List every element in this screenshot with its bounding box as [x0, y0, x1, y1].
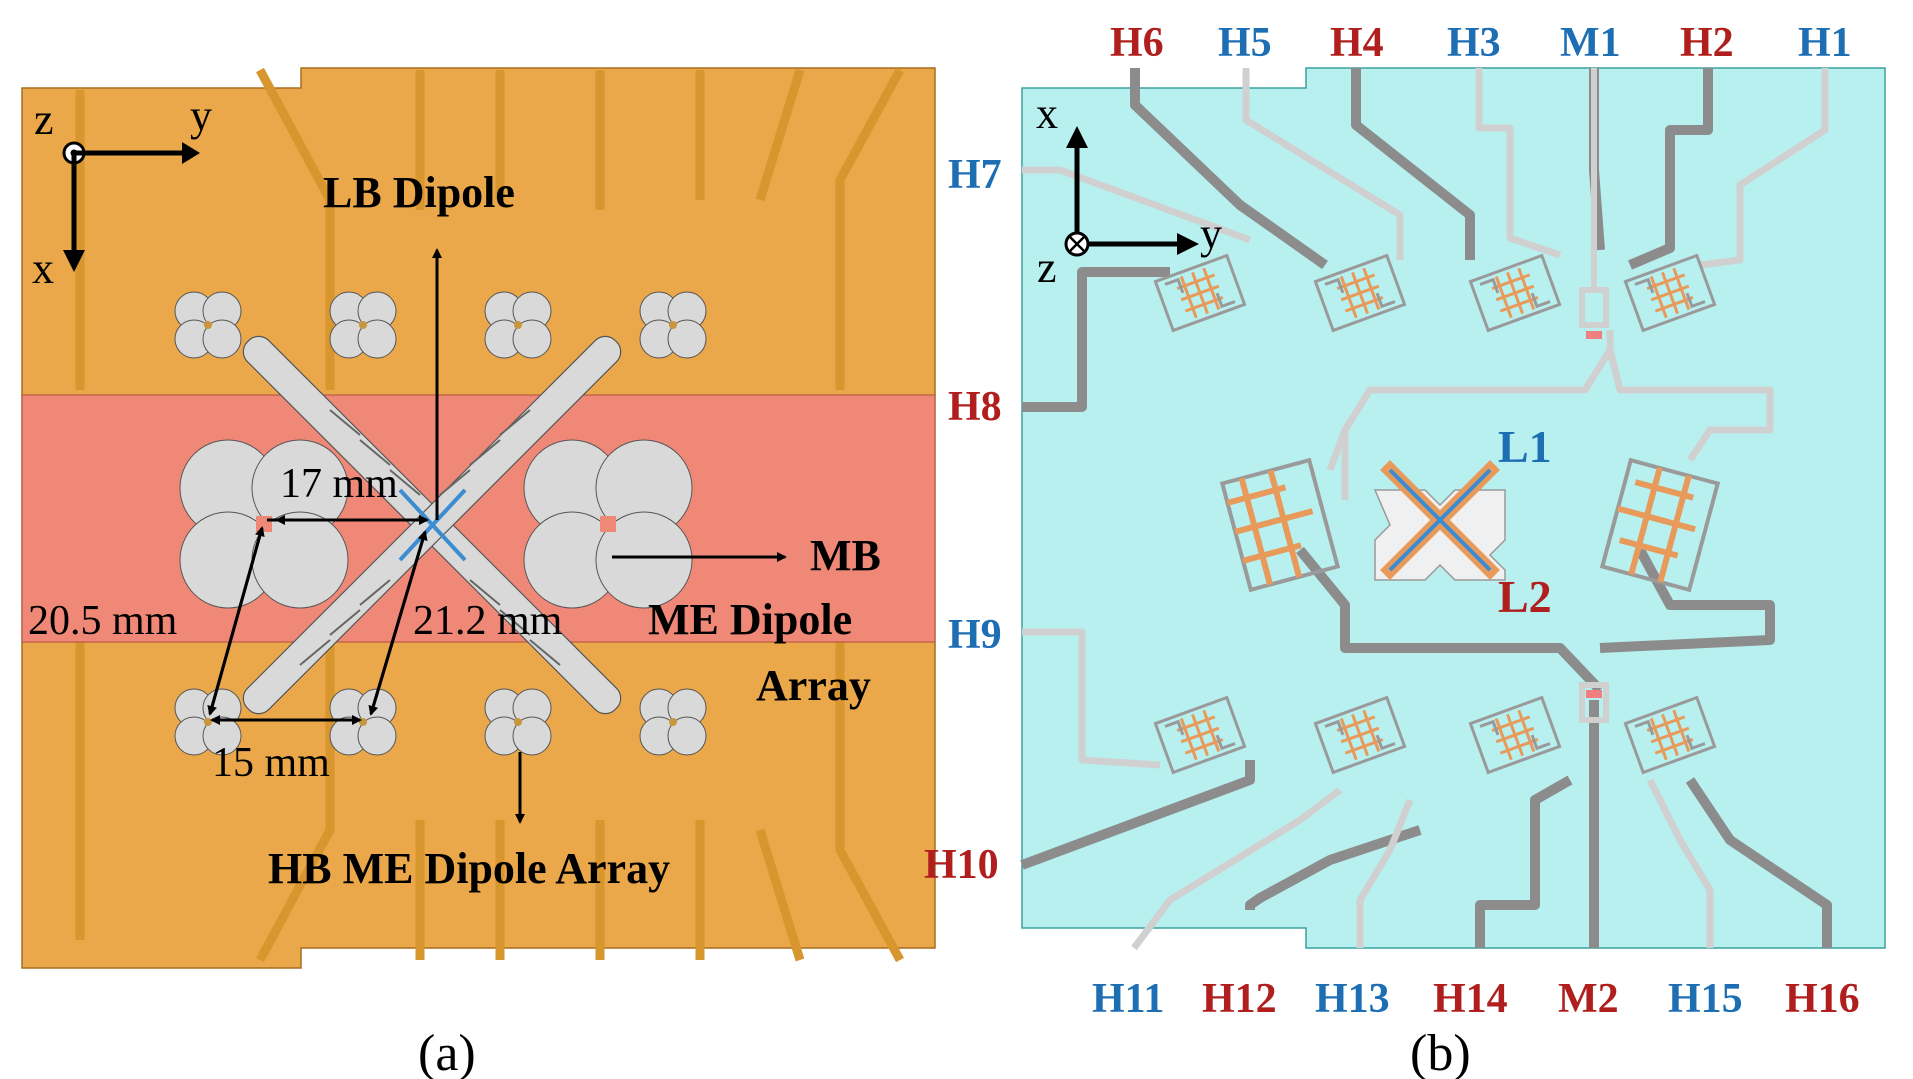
- axis-triad-a: z y x: [32, 91, 212, 293]
- l2-label: L2: [1498, 571, 1552, 622]
- lb-dipole-label: LB Dipole: [323, 168, 515, 217]
- axis-y-label-b: y: [1200, 209, 1222, 258]
- feed-gap-top: [1586, 331, 1602, 339]
- axis-x-label: x: [32, 244, 54, 293]
- port-label: H8: [948, 384, 1002, 430]
- hb-element: [639, 291, 707, 359]
- lb-dipole-center: [1373, 460, 1506, 581]
- port-label: H9: [948, 612, 1002, 658]
- axis-z-label: z: [34, 95, 54, 144]
- hb-element: [329, 688, 397, 756]
- port-label: M2: [1558, 976, 1619, 1022]
- hb-element: [329, 291, 397, 359]
- l1-label: L1: [1498, 421, 1552, 472]
- hb-element: [484, 688, 552, 756]
- port-label: H4: [1330, 20, 1384, 66]
- mb-label-3: Array: [756, 661, 871, 710]
- panel-b: x y z H6 H5 H4 H3 M1 H2 H1 H7 H8 H9 H10 …: [924, 20, 1886, 1079]
- port-label: H13: [1315, 976, 1390, 1022]
- axis-x-label-b: x: [1036, 89, 1058, 138]
- port-label: H12: [1202, 976, 1277, 1022]
- mb-element-left: [1219, 457, 1341, 593]
- port-label: H5: [1218, 20, 1272, 66]
- dim-15mm: 15 mm: [212, 740, 330, 786]
- panel-a: z y x LB Dipole MB ME Dipole Array HB ME…: [21, 67, 936, 1079]
- port-label: M1: [1560, 20, 1621, 66]
- dim-17mm: 17 mm: [280, 461, 398, 507]
- axis-triad-b: x y z: [1036, 89, 1222, 292]
- port-label: H11: [1092, 976, 1164, 1022]
- port-label: H16: [1785, 976, 1860, 1022]
- caption-b: (b): [1410, 1025, 1471, 1079]
- port-label: H2: [1680, 20, 1734, 66]
- panel-a-mb-band: [21, 394, 936, 643]
- mb-feed-top: [1579, 68, 1609, 328]
- hb-element: [174, 291, 242, 359]
- axis-y-label: y: [190, 91, 212, 140]
- panel-a-feed-traces: [75, 67, 904, 963]
- bottom-port-labels: H11 H12 H13 H14 M2 H15 H16: [1092, 976, 1860, 1022]
- hb-element: [639, 688, 707, 756]
- axis-z-label-b: z: [1037, 243, 1057, 292]
- left-port-labels: H7 H8 H9 H10: [924, 152, 1002, 888]
- port-label: H6: [1110, 20, 1164, 66]
- port-label: H14: [1433, 976, 1508, 1022]
- dim-20-5mm: 20.5 mm: [28, 598, 178, 644]
- mb-feed-bottom: [1579, 682, 1609, 723]
- hb-label: HB ME Dipole Array: [268, 844, 670, 893]
- port-label: H3: [1447, 20, 1501, 66]
- port-label: H15: [1668, 976, 1743, 1022]
- annotation-arrows: [207, 248, 787, 824]
- mb-label-1: MB: [810, 531, 881, 580]
- feed-gap-bottom: [1586, 690, 1602, 698]
- port-label: H7: [948, 152, 1002, 198]
- mb-element: [523, 439, 693, 609]
- top-port-labels: H6 H5 H4 H3 M1 H2 H1: [1110, 20, 1852, 66]
- port-label: H1: [1798, 20, 1852, 66]
- dim-21-2mm: 21.2 mm: [413, 598, 563, 644]
- port-label: H10: [924, 842, 999, 888]
- mb-element-right: [1599, 457, 1721, 593]
- mb-label-2: ME Dipole: [648, 595, 852, 644]
- hb-element: [484, 291, 552, 359]
- panel-b-light-traces: [1022, 68, 1829, 951]
- lb-dipole: [242, 335, 622, 715]
- caption-a: (a): [418, 1025, 476, 1079]
- panel-b-dark-traces: [1020, 68, 1832, 948]
